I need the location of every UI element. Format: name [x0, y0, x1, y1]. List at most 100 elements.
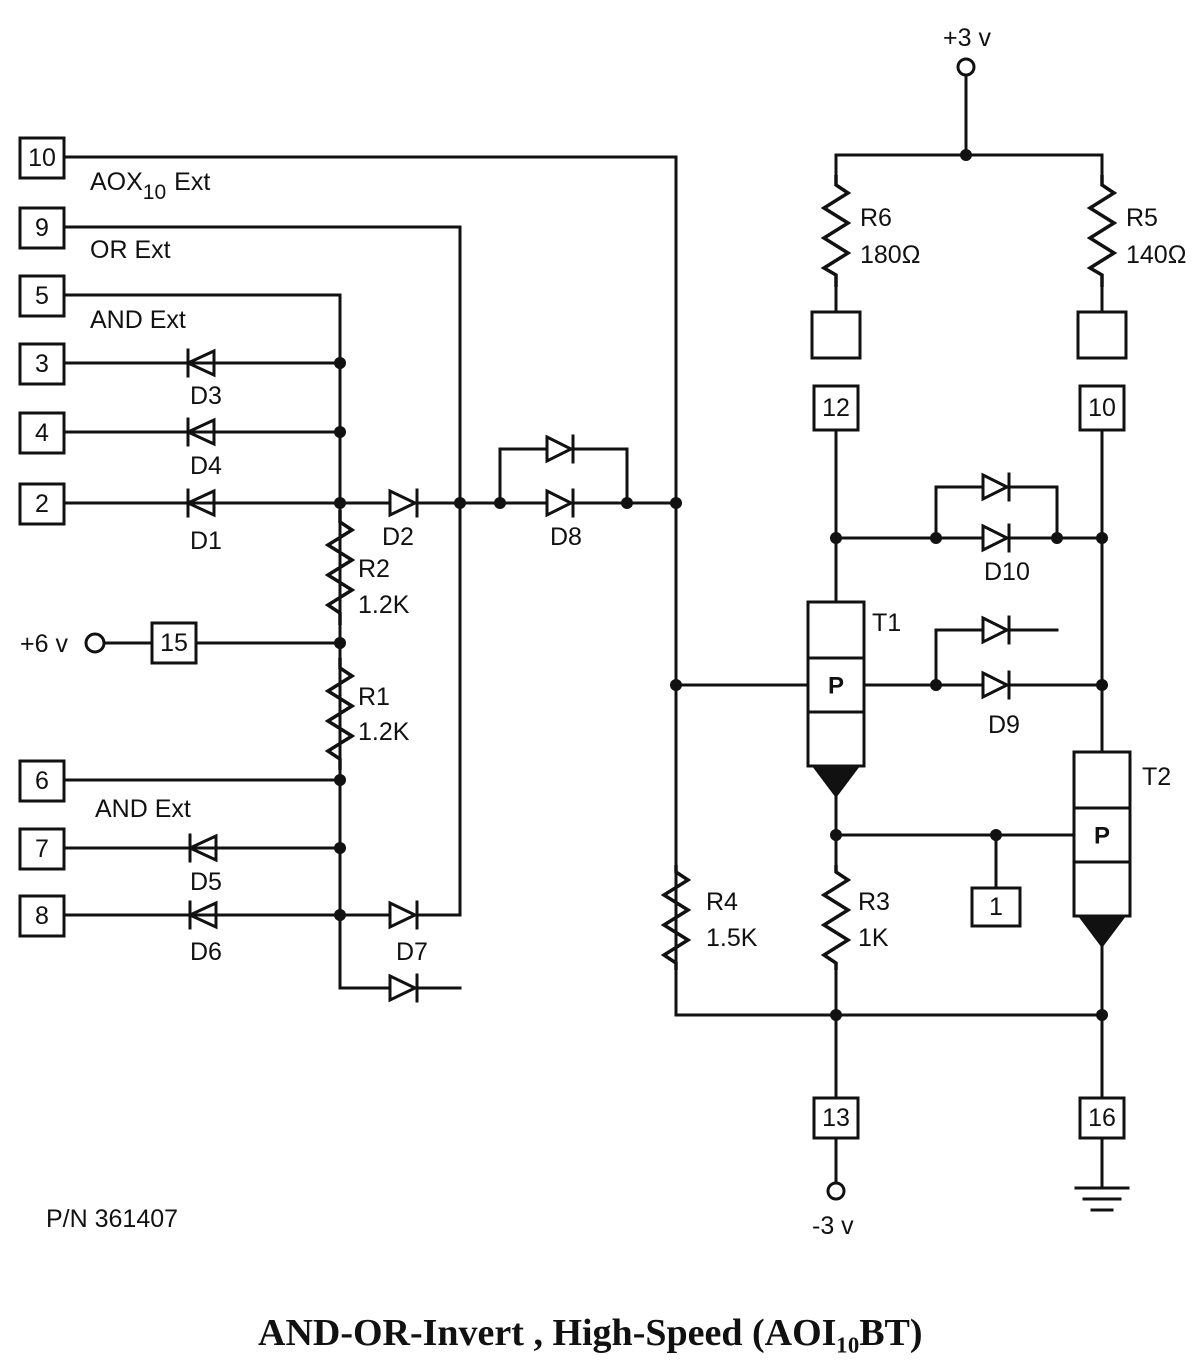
d6-label: D6 [190, 938, 222, 966]
d4-label: D4 [190, 452, 222, 480]
transistor-t2 [1072, 750, 1132, 948]
pin-3-box [18, 342, 66, 386]
pin-5-box [18, 274, 66, 318]
d9-label: D9 [988, 711, 1020, 739]
r1-label: R1 [358, 683, 390, 711]
diode-d9-symbol [981, 670, 1011, 700]
terminal-plus3v [956, 57, 976, 77]
diode-d8-symbol [545, 488, 575, 518]
pin-1-label: 1 [989, 893, 1003, 921]
pin-8-label: 8 [35, 902, 49, 930]
r3-label: R3 [858, 888, 890, 916]
pin-6-label: 6 [35, 767, 49, 795]
aox-main-text: AOX [90, 168, 143, 196]
r5-label: R5 [1126, 204, 1158, 232]
pin-4-box [18, 411, 66, 455]
pin-13-label: 13 [822, 1104, 850, 1132]
component-labels: D3 D4 D1 D2 D8 D5 D6 D7 D10 D9 R2 1.2K R… [190, 204, 1186, 966]
pin-2-label: 2 [35, 490, 49, 518]
d10-label: D10 [984, 558, 1030, 586]
pin-12-box [812, 384, 860, 432]
r1-value: 1.2K [358, 718, 410, 746]
and-ext-bottom-label: AND Ext [95, 795, 191, 823]
pin-7-box [18, 827, 66, 871]
diagram-title: AND-OR-Invert , High-Speed (AOI₁₀BT) [258, 1312, 923, 1354]
diode-d5-symbol [186, 833, 218, 863]
supply-plus3v-label: +3 v [943, 24, 991, 52]
diode-d4-symbol [184, 417, 216, 447]
pin-boxes [18, 136, 1128, 1140]
r2-value: 1.2K [358, 591, 410, 619]
r4-label: R4 [706, 888, 738, 916]
t2-p-label: P [1094, 823, 1110, 850]
empty-box-left [810, 310, 862, 360]
t1-label: T1 [872, 609, 901, 637]
terminal-minus3v [826, 1181, 846, 1201]
r3-value: 1K [858, 924, 889, 952]
r6-label: R6 [860, 204, 892, 232]
d1-label: D1 [190, 527, 222, 555]
resistor-r4-symbol [660, 865, 692, 970]
diode-d7b-symbol [388, 973, 419, 1003]
pin-9-label: 9 [35, 214, 49, 242]
r2-label: R2 [358, 555, 390, 583]
t2-label: T2 [1142, 763, 1171, 791]
pin-1-box [970, 886, 1022, 928]
pin-10-box [18, 136, 66, 180]
pin-10-label: 10 [28, 144, 56, 172]
pin-6-box [18, 759, 66, 803]
diode-d7-symbol [388, 900, 419, 930]
d8-label: D8 [550, 523, 582, 551]
pin-2-box [18, 482, 66, 526]
terminal-plus6v [84, 632, 106, 654]
resistor-r5-symbol [1086, 175, 1118, 287]
pin-4-label: 4 [35, 419, 49, 447]
pin-16-label: 16 [1088, 1104, 1116, 1132]
resistor-r1-symbol [324, 658, 356, 770]
r5-value: 140Ω [1126, 241, 1186, 269]
and-ext-top-label: AND Ext [90, 306, 186, 334]
pin-labels: 10 9 5 3 4 2 15 6 7 8 12 10 1 13 16 [28, 144, 1116, 1132]
r4-value: 1.5K [706, 924, 758, 952]
pin-15-box [150, 621, 198, 665]
pin-10b-box [1078, 384, 1126, 432]
supply-labels: +3 v +6 v -3 v [20, 24, 991, 1240]
diode-d10b-symbol [981, 472, 1011, 502]
junction-dots [334, 149, 1108, 1021]
pin-8-box [18, 894, 66, 938]
pin-13-box [812, 1096, 860, 1140]
pin-3-label: 3 [35, 350, 49, 378]
aox-sub-text: 10 [143, 181, 166, 204]
d5-label: D5 [190, 868, 222, 896]
diode-d3-symbol [184, 348, 216, 378]
part-number: P/N 361407 [46, 1205, 178, 1233]
diode-d6-symbol [186, 900, 218, 930]
pin-15-label: 15 [160, 629, 188, 657]
resistor-r6-symbol [820, 175, 852, 287]
diode-d9b-symbol [981, 615, 1011, 645]
or-ext-label: OR Ext [90, 236, 171, 264]
empty-box-right [1076, 310, 1128, 360]
resistor-r3-symbol [820, 865, 852, 970]
pin-9-box [18, 206, 66, 250]
pin-10b-label: 10 [1088, 394, 1116, 422]
pin-7-label: 7 [35, 835, 49, 863]
transistor-t1 [806, 600, 866, 798]
diodes [184, 348, 1011, 1003]
d7-label: D7 [396, 938, 428, 966]
resistor-r2-symbol [324, 510, 356, 625]
resistors [324, 175, 1118, 970]
wires [62, 74, 1104, 1188]
diode-d2-symbol [388, 488, 419, 518]
supply-plus6v-label: +6 v [20, 630, 68, 658]
pin-5-label: 5 [35, 282, 49, 310]
t1-p-label: P [828, 673, 844, 700]
r6-value: 180Ω [860, 241, 920, 269]
supply-minus3v-label: -3 v [812, 1212, 854, 1240]
diode-d8b-symbol [545, 434, 575, 464]
d2-label: D2 [382, 523, 414, 551]
pin-16-box [1078, 1096, 1126, 1140]
